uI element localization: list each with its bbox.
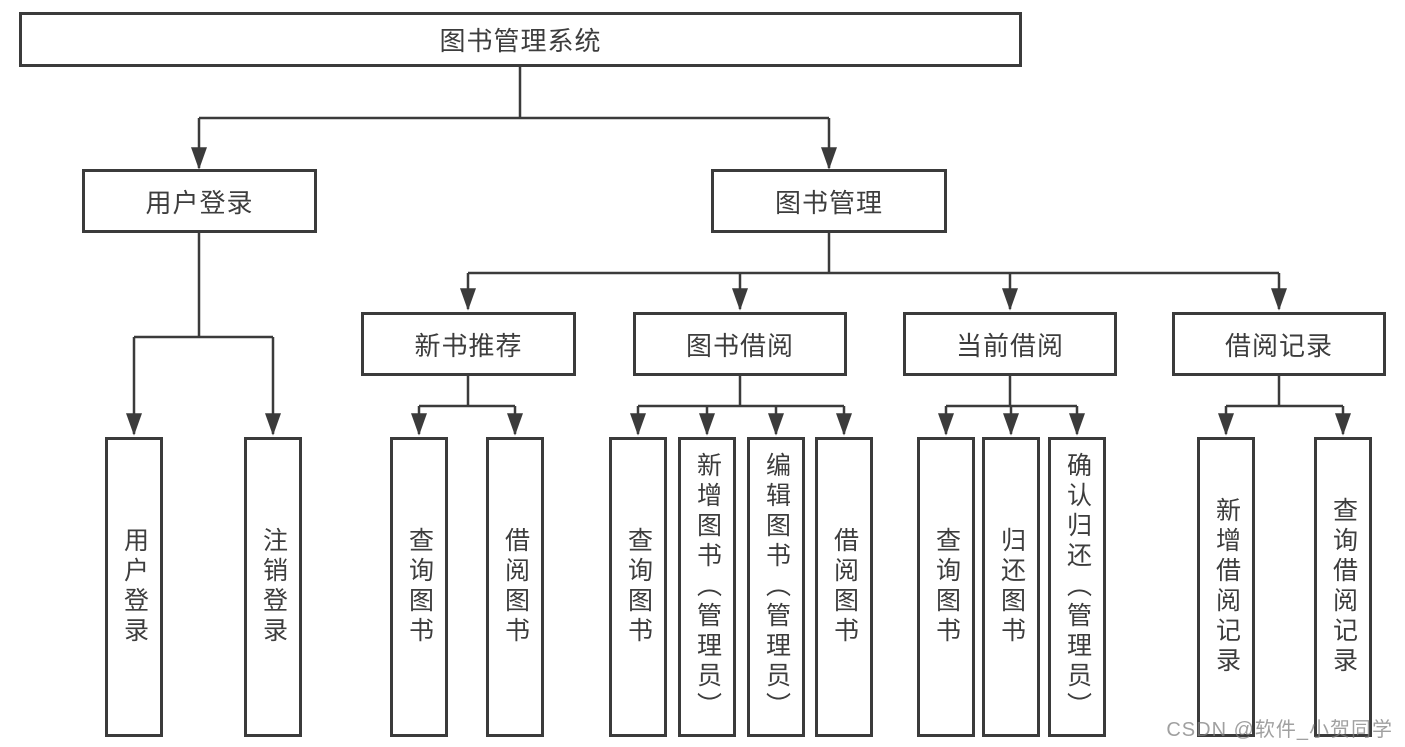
node-borrowing-records: 借阅记录 [1172,312,1386,376]
csdn-watermark: CSDN @软件_小贺同学 [1166,719,1393,741]
node-book-management: 图书管理 [711,169,947,233]
node-current-borrowing: 当前借阅 [903,312,1117,376]
node-book-borrowing: 图书借阅 [633,312,847,376]
leaf-nb-query-books: 查询图书 [390,437,448,737]
leaf-bb-edit-books-admin: 编辑图书（管理员） [747,437,805,737]
leaf-logout: 注销登录 [244,437,302,737]
node-root-library-management-system: 图书管理系统 [19,12,1022,67]
leaf-cb-query-books: 查询图书 [917,437,975,737]
leaf-bb-borrow-books: 借阅图书 [815,437,873,737]
leaf-br-add-borrow-record: 新增借阅记录 [1197,437,1255,737]
leaf-bb-add-books-admin: 新增图书（管理员） [678,437,736,737]
node-new-book-recommendation: 新书推荐 [361,312,576,376]
leaf-cb-confirm-return-admin: 确认归还（管理员） [1048,437,1106,737]
node-user-login: 用户登录 [82,169,317,233]
leaf-br-query-borrow-record: 查询借阅记录 [1314,437,1372,737]
leaf-user-login: 用户登录 [105,437,163,737]
leaf-nb-borrow-books: 借阅图书 [486,437,544,737]
leaf-bb-query-books: 查询图书 [609,437,667,737]
leaf-cb-return-books: 归还图书 [982,437,1040,737]
